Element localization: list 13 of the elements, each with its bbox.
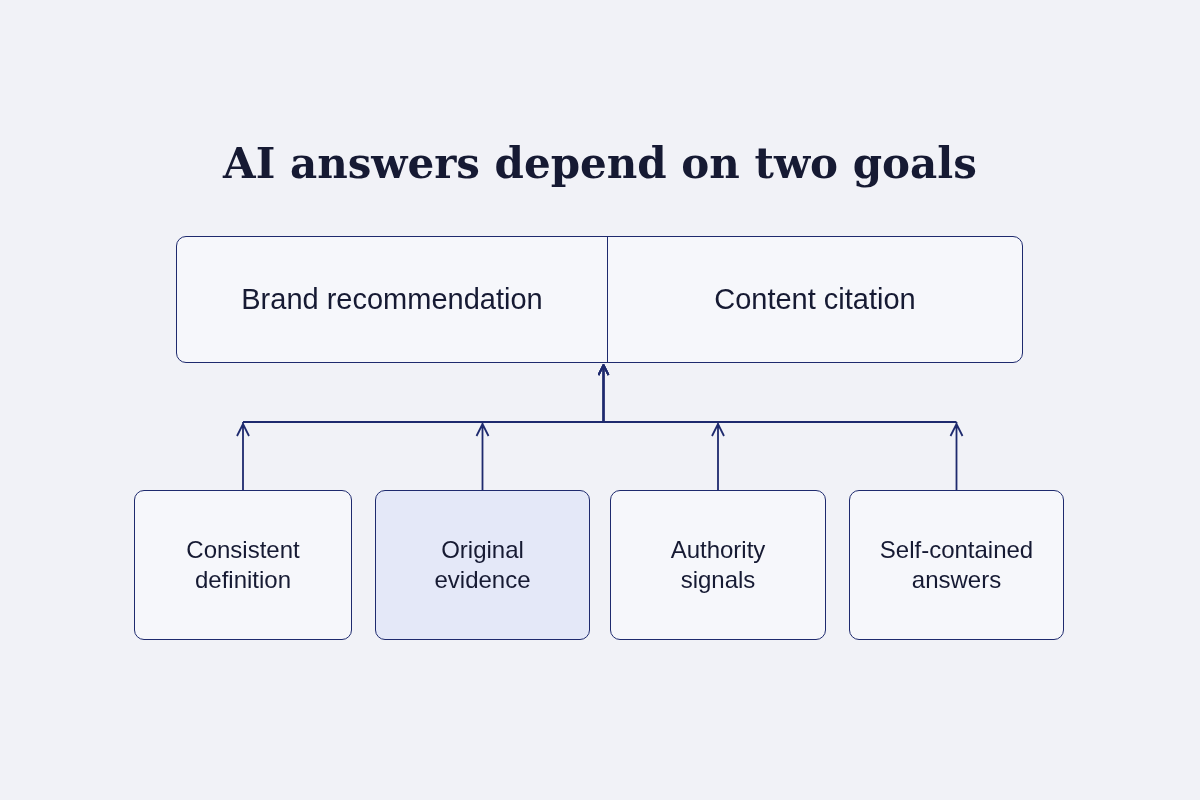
node-label: Authority signals	[669, 535, 767, 595]
goal-box	[176, 236, 1023, 363]
title: AI answers depend on two goals	[221, 138, 978, 190]
node-label: Self-contained answers	[878, 535, 1035, 595]
factor-box	[134, 490, 352, 640]
node-label: Original evidence	[433, 535, 532, 595]
factor-box	[375, 490, 590, 640]
arrow	[597, 364, 964, 491]
node-label: Consistent definition	[185, 535, 301, 595]
factor-box	[610, 490, 826, 640]
node-label: Brand recommendation	[240, 282, 544, 318]
factor-box	[849, 490, 1064, 640]
node-label: Content citation	[713, 282, 917, 318]
